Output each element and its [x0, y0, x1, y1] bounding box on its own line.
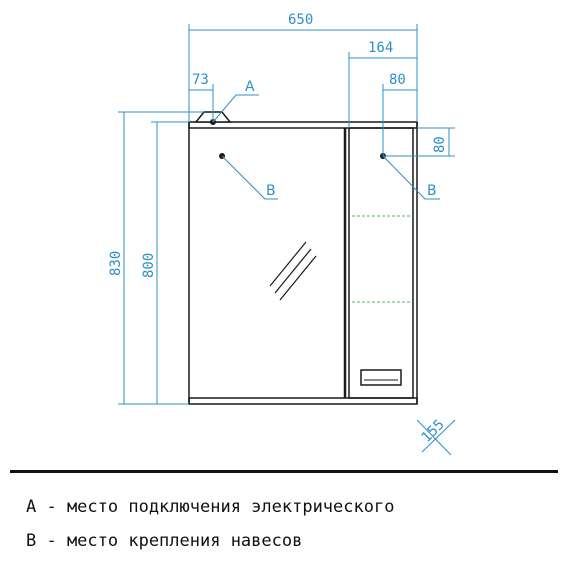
legend-b: B - место крепления навесов	[26, 531, 303, 551]
dim-depth: 155	[419, 417, 448, 446]
callout-leaders	[212, 94, 440, 200]
dim-right-mount-offset: 80	[389, 72, 406, 88]
dimension-lines	[118, 24, 456, 456]
mount-points	[210, 119, 386, 159]
dim-overall-width: 650	[288, 12, 313, 28]
callout-a: A	[245, 79, 255, 95]
separator-line	[10, 470, 558, 473]
dim-body-height: 800	[141, 253, 157, 278]
cabinet-bottom-panel	[188, 397, 418, 405]
callout-b-right: B	[427, 183, 437, 199]
cabinet-outline	[188, 111, 418, 405]
handle	[360, 369, 402, 386]
right-door	[348, 127, 414, 399]
dim-top-offset: 80	[432, 136, 448, 153]
shelves	[352, 215, 410, 303]
legend-a: A - место подключения электрического	[26, 497, 395, 517]
dim-total-height: 830	[108, 251, 124, 276]
dim-left-socket-offset: 73	[192, 72, 209, 88]
dim-right-cabinet-width: 164	[368, 40, 393, 56]
callout-b-left: B	[266, 183, 276, 199]
mirror-glare-icon	[269, 241, 317, 301]
cabinet-drawing: A B B 650 164 80 73 80 830 800 155	[108, 12, 456, 456]
